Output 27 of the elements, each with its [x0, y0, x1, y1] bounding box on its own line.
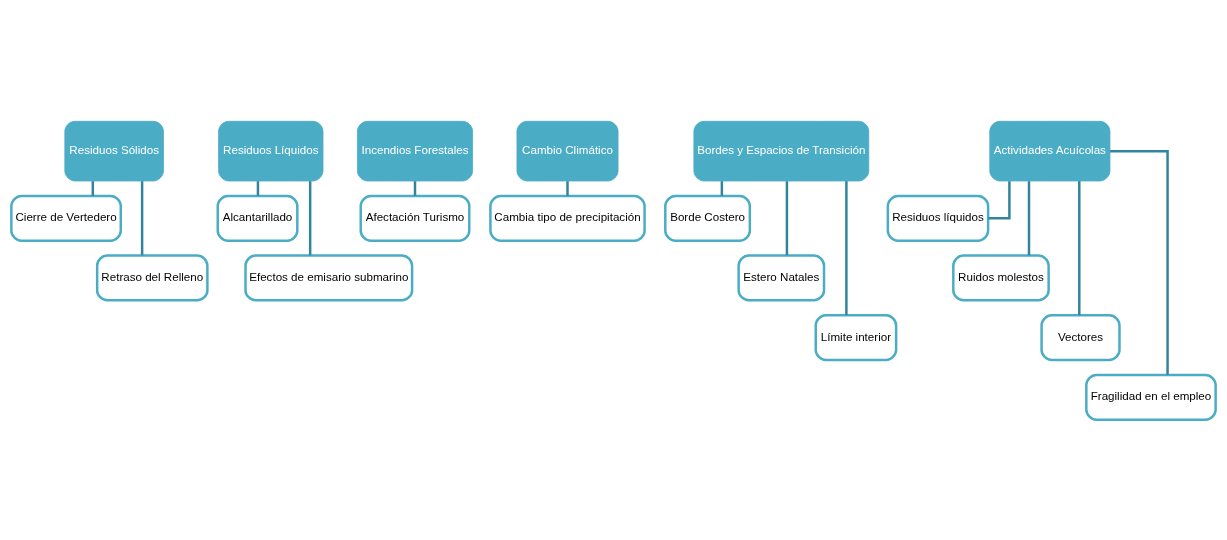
node-box: Alcantarillado — [216, 194, 299, 242]
connector — [308, 180, 312, 255]
connector — [140, 180, 144, 255]
connector — [785, 180, 789, 255]
connector — [1078, 180, 1081, 315]
node-box: Residuos líquidos — [886, 194, 990, 242]
node-box: Ruidos molestos — [952, 253, 1050, 302]
node-box: Vectores — [1040, 313, 1121, 361]
node-box: Cambio Climático — [516, 120, 619, 181]
node-box: Retraso del Relleno — [95, 253, 209, 302]
node-box: Borde Costero — [664, 194, 752, 242]
node-box: Incendios Forestales — [357, 120, 473, 181]
node-box: Fragilidad en el empleo — [1085, 373, 1217, 421]
node-box: Cierre de Vertedero — [10, 194, 123, 242]
node-box: Residuos Líquidos — [218, 120, 324, 181]
connector — [845, 180, 848, 315]
connector — [1027, 180, 1031, 255]
node-box: Cambia tipo de precipitación — [489, 194, 646, 242]
node-box: Estero Natales — [737, 253, 826, 302]
connector — [1110, 149, 1169, 375]
node-box: Bordes y Espacios de Transición — [693, 120, 870, 181]
node-box: Afectación Turismo — [359, 194, 471, 242]
node-box: Residuos Sólidos — [64, 120, 164, 181]
connector — [566, 180, 569, 196]
node-box: Actividades Acuícolas — [989, 120, 1111, 181]
node-box: Límite interior — [814, 313, 898, 361]
node-box: Efectos de emisario submarino — [244, 253, 414, 302]
